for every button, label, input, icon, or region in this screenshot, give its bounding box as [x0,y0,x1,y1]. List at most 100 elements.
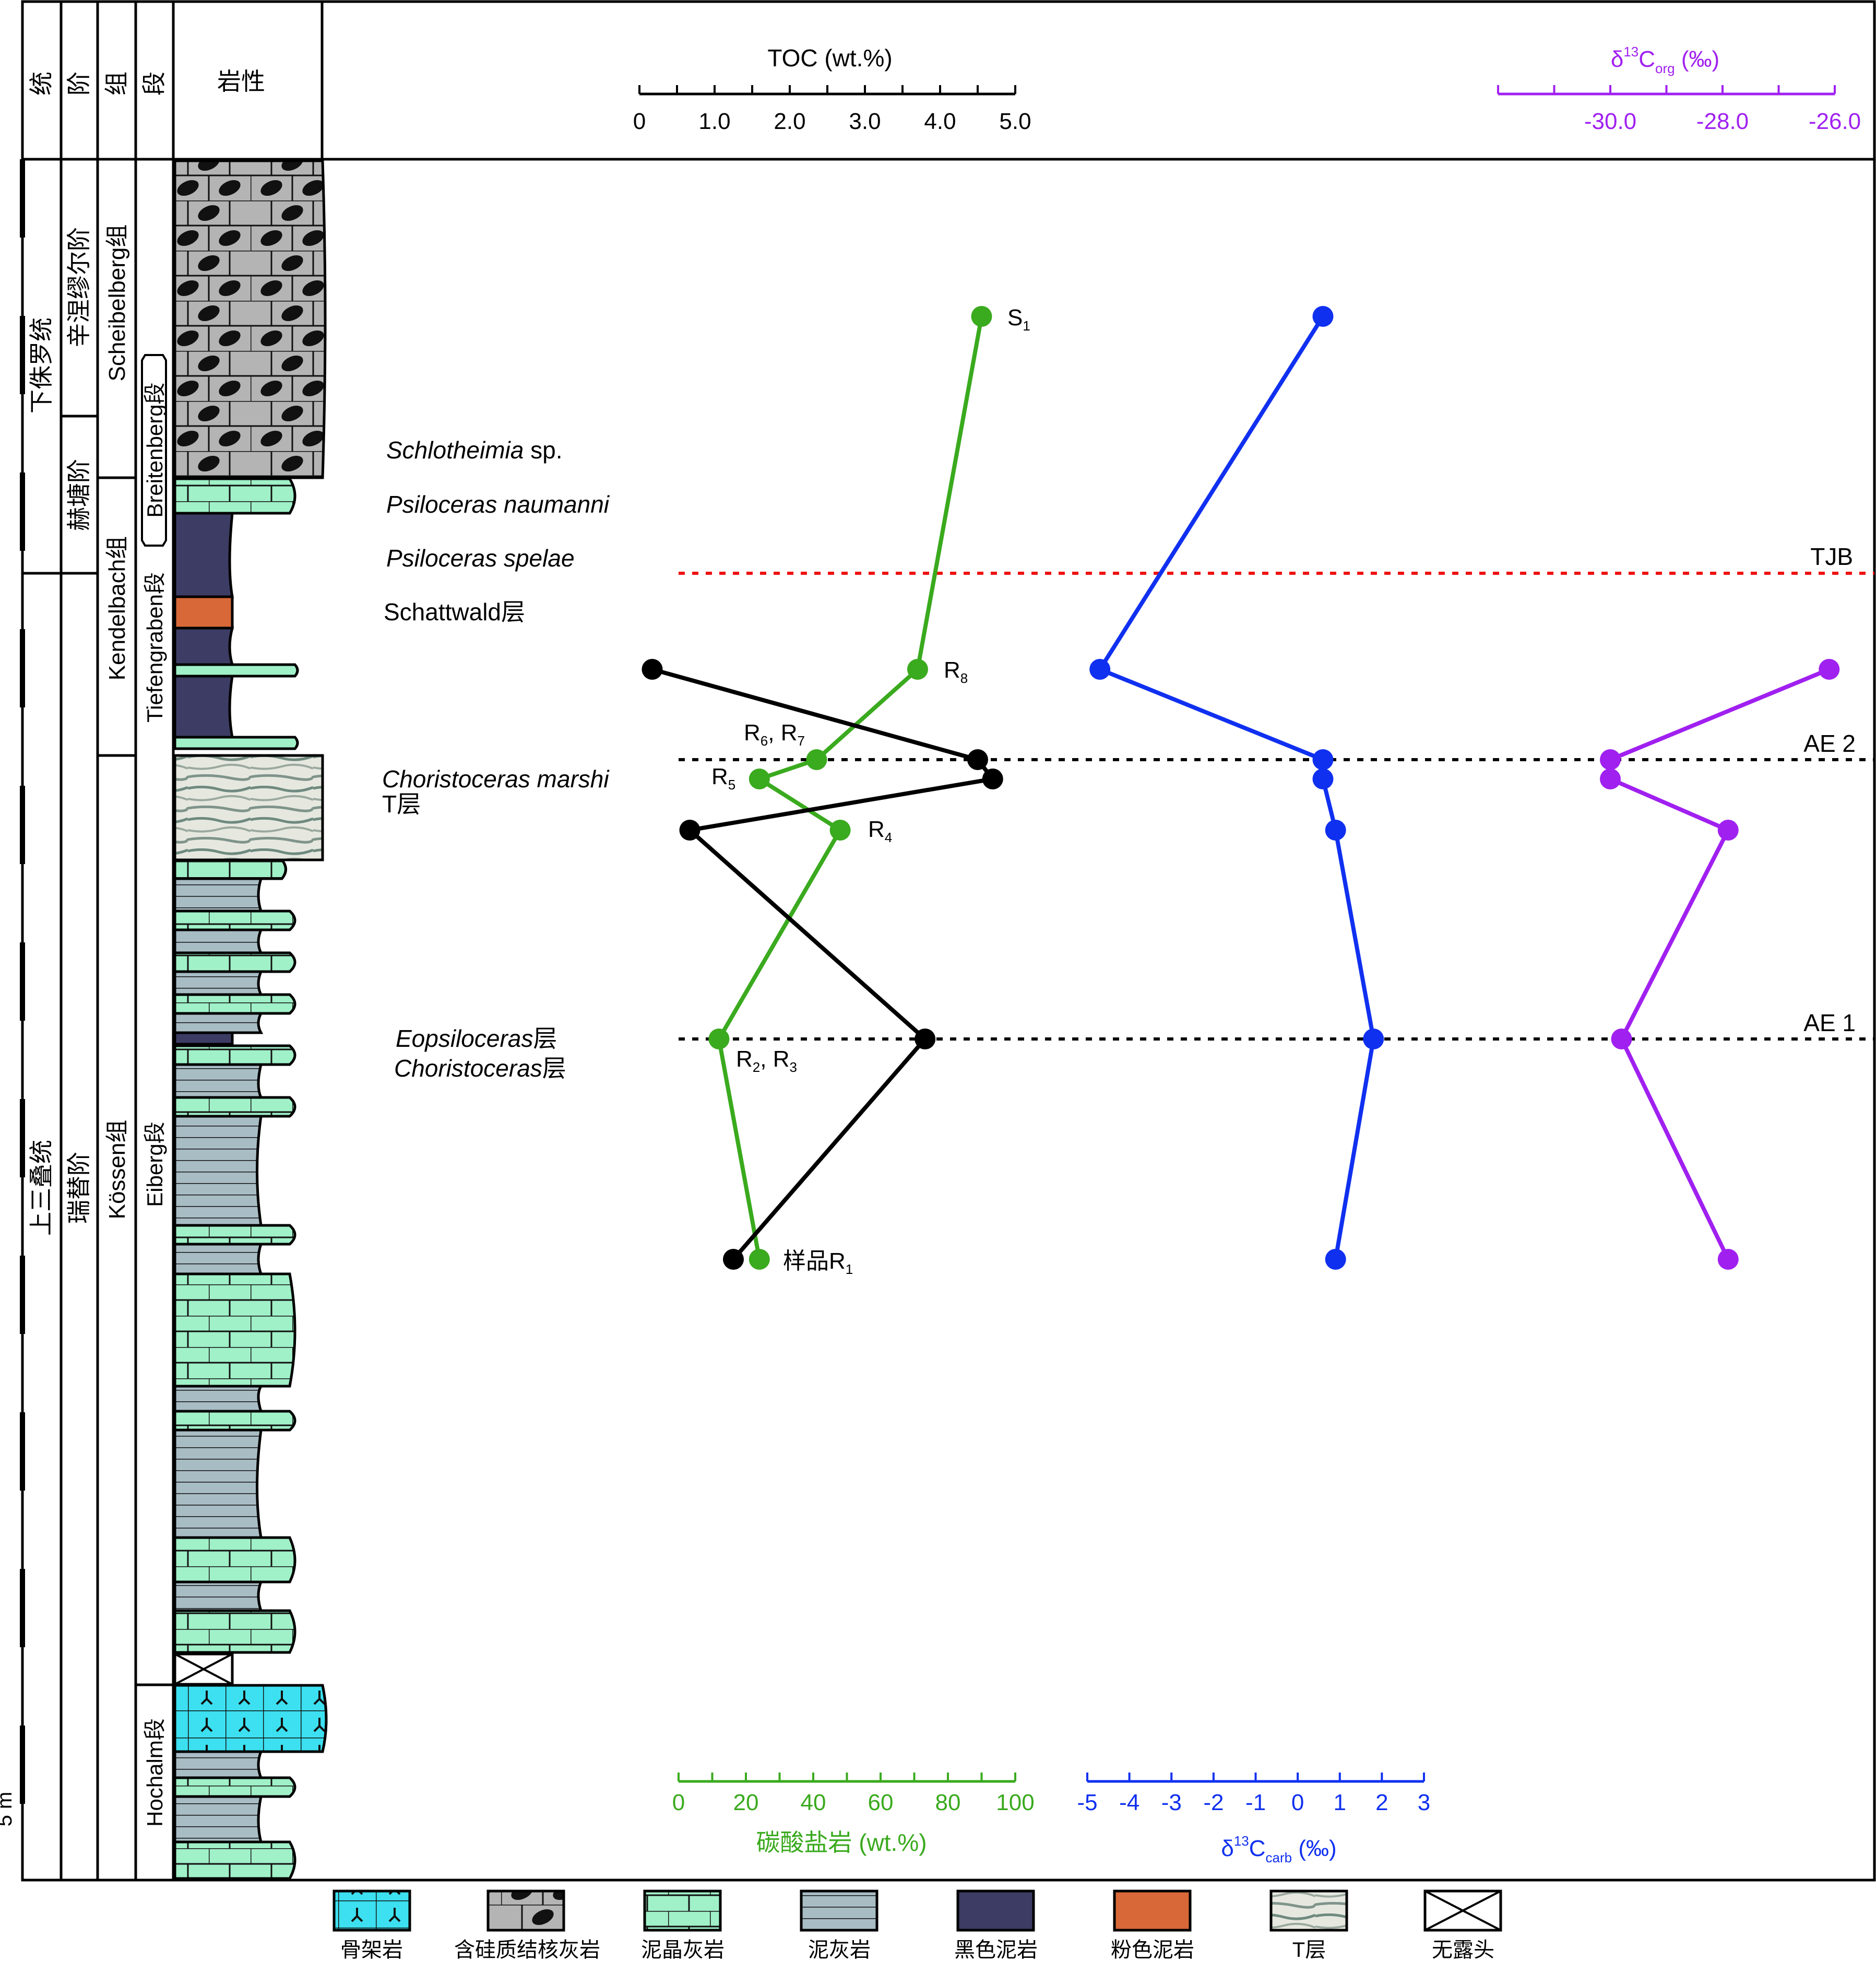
d13c_org-tick-label: -26.0 [1809,109,1861,134]
legend-swatch-framestone [333,1889,411,1932]
legend-label-no-outcrop: 无露头 [1432,1939,1494,1961]
toc-point-r4 [679,820,700,841]
stage-column-header: 阶 [65,72,92,96]
carbonate-tick-label: 60 [868,1790,894,1815]
legend-swatch-nodular-limestone [486,1889,565,1932]
lithology-micrite [173,1776,296,1798]
lithology-marl [173,1385,264,1413]
d13c_carb-tick-label: 3 [1418,1790,1430,1815]
fossil-psiloceras-naumanni: Psiloceras naumanni [386,491,610,518]
lithology-marl [173,877,263,913]
no-outcrop-cross [174,1653,233,1685]
carbonate-point-r5 [749,769,770,789]
d13c_org-series-line [1608,667,1830,1260]
d13c_carb-tick-label: 1 [1334,1790,1346,1815]
d13c-carb-axis-title: δ13Ccarb (‰) [1221,1833,1336,1865]
lithology-marl [173,1063,263,1099]
legend-label-micrite: 泥晶灰岩 [641,1939,725,1961]
legend-swatch-black-mudstone [956,1889,1035,1932]
d13c_carb-tick-label: -3 [1161,1790,1182,1815]
fossil-psiloceras-spelae: Psiloceras spelae [386,545,575,572]
lithology-column [173,159,328,1880]
lithology-marl [173,928,264,954]
carbonate-tick-label: 100 [996,1790,1034,1815]
toc-axis-title: TOC (wt.%) [767,44,892,72]
legend-swatch-marl [800,1889,878,1932]
toc-tick-label: 5.0 [999,109,1031,134]
lithology-pink-mudstone [173,595,234,630]
d13c_org-point-r4 [1717,820,1739,841]
lithology-micrite [173,909,296,931]
d13c-org-axis-title: δ13Corg (‰) [1611,44,1719,76]
lithology-micrite [173,1272,296,1388]
sample-label-r8: R8 [944,657,968,686]
lithology-siliceous-nodular-limestone [173,159,327,479]
lithology-micrite [173,1096,296,1118]
toc-point-r5 [982,769,1003,789]
d13c_org-tick-label: -28.0 [1696,109,1749,134]
choristoceras-marshi-label: Choristoceras marshi [382,765,610,793]
legend-label-framestone: 骨架岩 [340,1939,403,1961]
choristoceras-bed-label: Choristoceras层 [394,1055,566,1082]
lithology-micrite [173,1224,296,1246]
sample-label-r5: R5 [711,764,735,793]
sample-label-s1: S1 [1007,305,1030,334]
d13c_carb-series-line [1098,315,1376,1260]
d13c_org-point-r5 [1600,769,1621,789]
fossil-schlotheimia: Schlotheimia sp. [386,436,563,464]
legend [333,1889,1502,1932]
series-upper-triassic: 上三叠统 [28,1140,55,1236]
lithology-micrite [173,477,296,515]
ae2-label: AE 2 [1803,730,1856,757]
carbonate-point-r2-r3 [708,1029,730,1049]
member-breitenberg: Breitenberg段 [143,382,167,517]
toc-tick-label: 4.0 [924,109,956,134]
lithology-marl [173,970,264,996]
toc-series-line [651,667,995,1261]
lithology-marl [173,1750,263,1779]
d13c_carb-point-r1 [1325,1249,1346,1270]
member-column-header: 段 [140,72,168,96]
lithology-framestone [173,1684,328,1753]
carbonate-point-s1 [971,306,992,327]
member-tiefengraben: Tiefengraben段 [143,572,167,723]
d13c_org-point-r6-r7 [1600,749,1621,770]
lithology-marl [173,1115,263,1227]
stage-hettangian: 赫塘阶 [65,459,92,531]
d13c_org-tick-label: -30.0 [1584,109,1636,134]
lithology-column-header: 岩性 [217,68,265,95]
lithology-micrite [173,993,296,1015]
d13c_carb-point-r6-r7 [1312,749,1334,770]
d13c_carb-point-r2-r3 [1363,1029,1384,1049]
legend-label-black-mudstone: 黑色泥岩 [954,1939,1038,1961]
carbonate-tick-label: 20 [733,1790,759,1815]
lithology-micrite [173,1410,296,1432]
tjb-label: TJB [1810,543,1853,570]
legend-swatch-t-layer [1269,1889,1348,1932]
chart-frame [21,0,1876,1882]
fossil-annotations: Schlotheimia sp. Psiloceras naumanni Psi… [382,436,610,1082]
sample-label-r1: 样品R1 [783,1248,853,1277]
d13c_carb-point-r8 [1089,659,1111,680]
carbonate-point-r8 [907,659,928,680]
d13c_carb-tick-label: -5 [1077,1790,1097,1815]
data-series [642,306,1840,1270]
lithology-micrite-thin [173,663,299,678]
lithology-micrite [173,1044,296,1066]
carbonate-point-r4 [829,820,851,841]
lithology-black-mudstone [173,627,234,666]
d13c_carb-tick-label: 0 [1291,1790,1304,1815]
lithology-micrite [173,1536,296,1584]
lithology-micrite [173,1609,296,1654]
sample-label-r2-r3: R2, R3 [736,1046,797,1075]
formation-scheibelberg: Scheibelberg组 [104,225,130,382]
series-column-header: 统 [28,72,55,96]
lithology-marl [173,1243,263,1275]
lithology-marl [173,1012,264,1034]
carbonate-axis-title: 碳酸盐岩 (wt.%) [756,1829,927,1856]
stage-sinemurian: 辛涅缪尔阶 [65,227,92,347]
